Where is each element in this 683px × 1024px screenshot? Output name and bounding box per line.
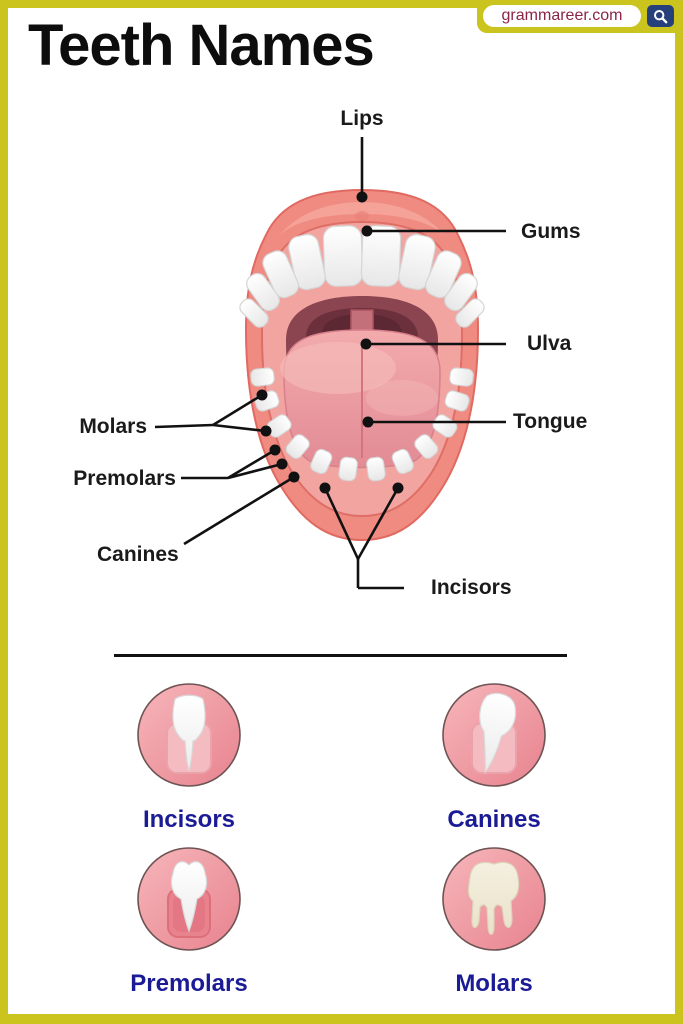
ulva-pointer — [360, 338, 506, 350]
premolar-tooth-illustration — [137, 847, 241, 951]
lips-pointer — [356, 137, 368, 203]
label-gums: Gums — [521, 220, 581, 243]
mouth-diagram-illustration — [154, 137, 506, 590]
label-canines: Canines — [97, 543, 179, 566]
lower-teeth — [250, 367, 474, 482]
page-title: Teeth Names — [28, 13, 375, 78]
gums-pointer — [361, 225, 506, 237]
label-molars: Molars — [79, 415, 147, 438]
site-badge: grammareer.com — [477, 0, 683, 33]
label-tongue: Tongue — [513, 410, 588, 433]
label-lips: Lips — [340, 107, 384, 130]
tooth-card-canines: Canines — [414, 682, 574, 834]
upper-teeth — [239, 225, 485, 328]
label-incisors: Incisors — [431, 576, 512, 599]
tooth-card-premolars: Premolars — [109, 846, 269, 998]
search-button[interactable] — [647, 5, 674, 27]
incisor-tooth-illustration — [137, 683, 241, 787]
canines-pointer — [183, 471, 300, 546]
tongue-shape — [280, 329, 441, 469]
leader-lines — [154, 137, 506, 590]
label-premolars: Premolars — [73, 467, 176, 490]
canine-tooth-illustration — [442, 683, 546, 787]
search-icon — [654, 9, 668, 23]
tooth-card-label: Premolars — [130, 970, 248, 997]
premolars-pointer — [181, 444, 288, 480]
section-divider — [114, 654, 567, 657]
tooth-card-label: Incisors — [142, 806, 236, 833]
tongue-pointer — [362, 416, 506, 428]
site-domain: grammareer.com — [483, 5, 641, 27]
molars-pointer — [154, 389, 272, 437]
tooth-card-incisors: Incisors — [109, 682, 269, 834]
tooth-card-molars: Molars — [414, 846, 574, 998]
incisors-pointer — [319, 482, 404, 590]
molar-tooth-illustration — [442, 847, 546, 951]
tooth-card-label: Molars — [455, 970, 533, 997]
label-ulva: Ulva — [527, 332, 572, 355]
tooth-card-label: Canines — [447, 806, 541, 833]
